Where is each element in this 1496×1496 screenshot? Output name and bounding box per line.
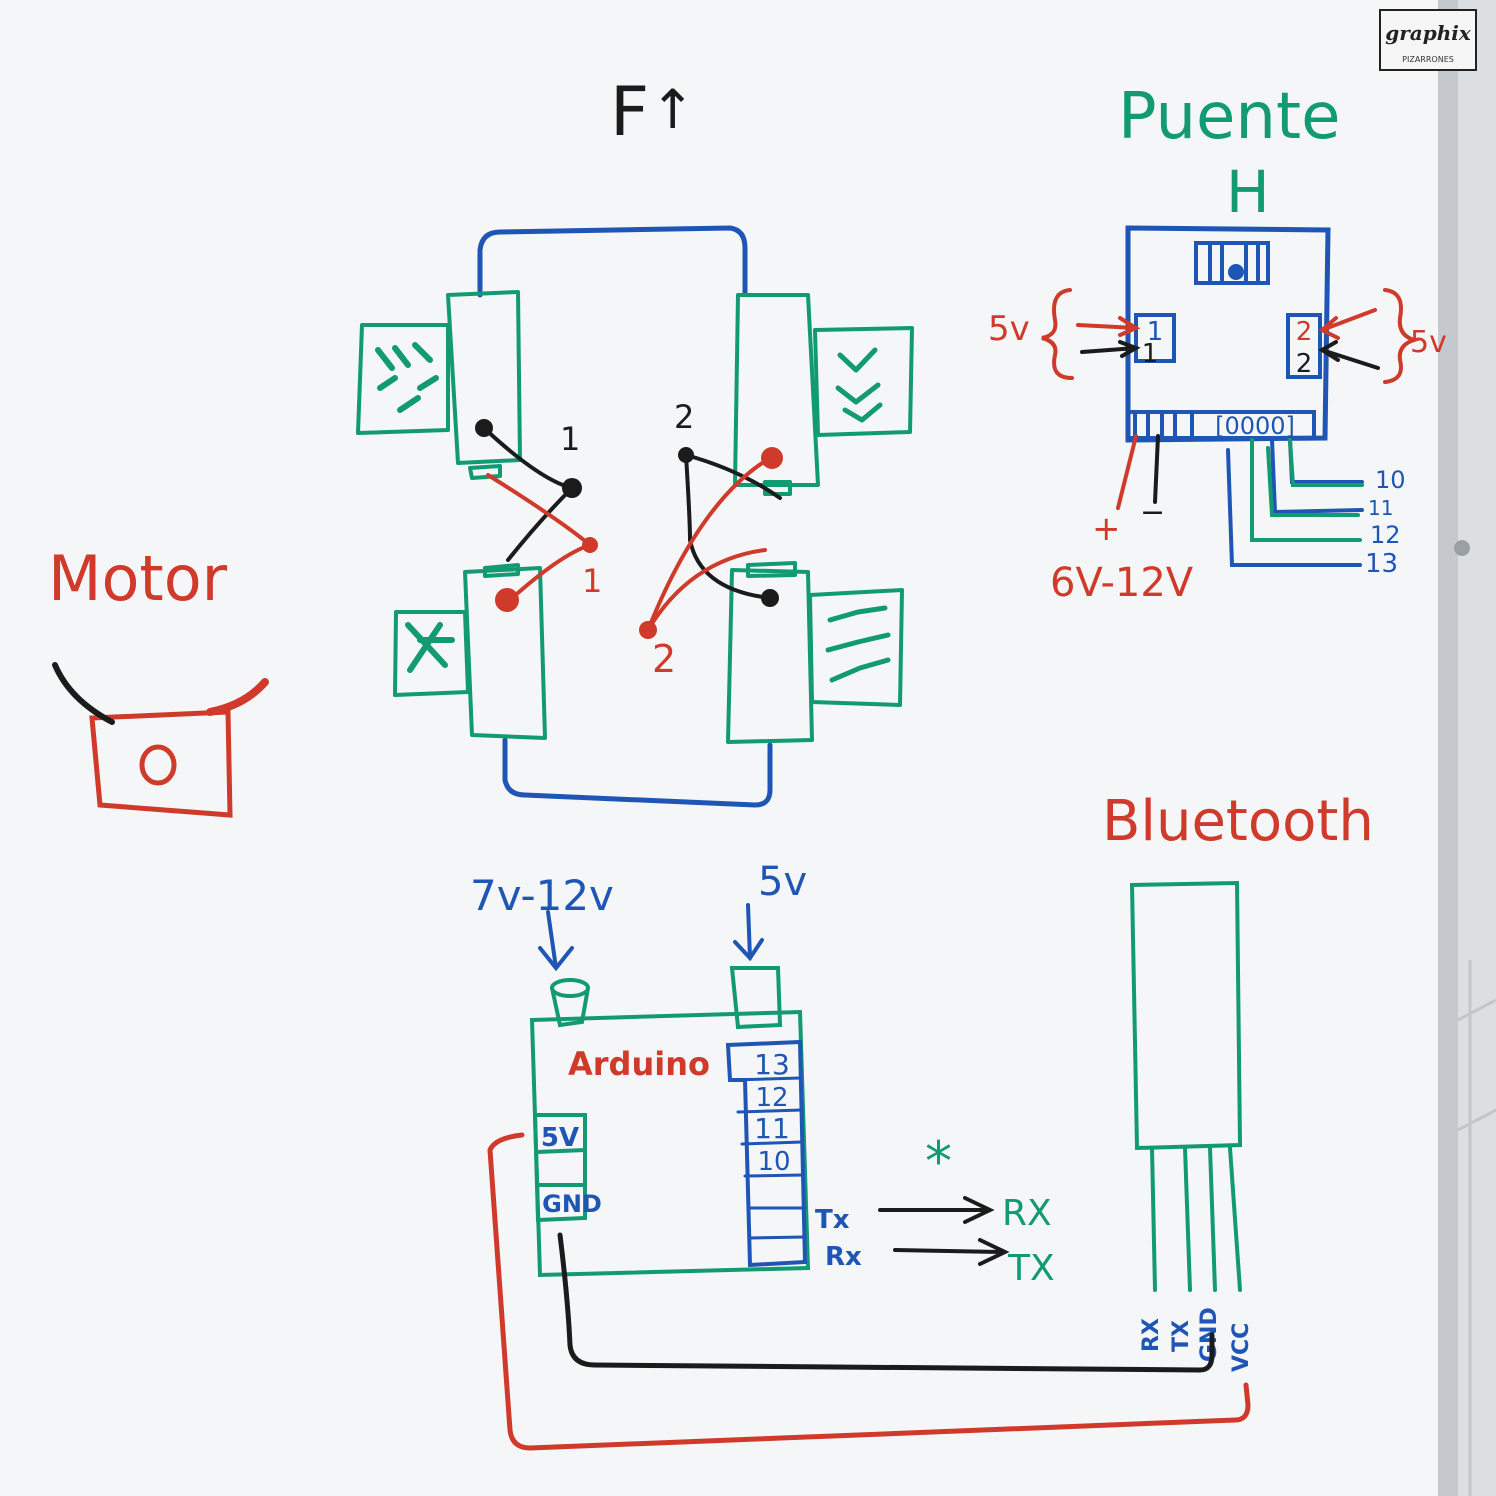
board-frame <box>1438 0 1458 1496</box>
brand-subtitle: PIZARRONES <box>1402 55 1454 64</box>
rear-left-motor <box>463 566 547 740</box>
arduino-pin-13: 13 <box>754 1048 790 1081</box>
motor-diagram: Motor <box>48 542 269 818</box>
rear-right-motor-tab <box>746 561 797 578</box>
left-motor-wiring <box>475 419 598 612</box>
usb-arrow <box>733 903 764 962</box>
serial-note: * <box>925 1130 952 1193</box>
hbridge-left-brace <box>1041 288 1074 380</box>
frame-screw <box>1454 540 1470 556</box>
hbridge-input-13: 13 <box>1365 549 1398 579</box>
rear-left-wheel <box>393 610 470 697</box>
hbridge-title-h: H <box>1226 158 1270 226</box>
board-surface <box>0 0 1440 1496</box>
ground-wire <box>557 1232 1215 1373</box>
hbridge-input-10: 10 <box>1375 466 1406 494</box>
hbridge-diagram: Puente H 1 1 5v 2 2 5v [0000] + − 6 <box>988 80 1447 606</box>
bluetooth-title: Bluetooth <box>1102 789 1374 854</box>
hbridge-right-pin-a: 2 <box>1296 317 1313 347</box>
hbridge-left-terminal <box>1134 313 1176 363</box>
bluetooth-pin-tx: TX <box>1169 1320 1194 1352</box>
bluetooth-pin-vcc: VCC <box>1229 1323 1254 1372</box>
hbridge-header-pins: [0000] <box>1215 412 1295 440</box>
hbridge-minus: − <box>1140 495 1165 530</box>
rx-to-tx-arrow <box>893 1238 1010 1266</box>
hbridge-input-11: 11 <box>1368 496 1393 520</box>
wall-tiles <box>1457 960 1496 1496</box>
arduino-tx-label: Tx <box>815 1205 850 1235</box>
motor-title: Motor <box>48 542 228 615</box>
rear-right-motor <box>726 568 814 744</box>
front-right-motor <box>733 293 820 487</box>
bluetooth-pin-rx: RX <box>1139 1318 1164 1352</box>
rear-left-motor-tab <box>483 563 520 578</box>
hbridge-power-positive-wire <box>1116 434 1138 510</box>
hbridge-right-terminal <box>1286 313 1322 379</box>
left-red-terminal-label: 1 <box>582 562 602 600</box>
right-motor-wiring <box>639 447 783 639</box>
arduino-title: Arduino <box>568 1045 710 1083</box>
arduino-power-header <box>532 1113 587 1223</box>
right-red-terminal-label: 2 <box>652 637 676 681</box>
direction-label: F <box>610 73 649 152</box>
hbridge-header <box>1126 410 1316 440</box>
front-left-wheel <box>356 323 450 435</box>
arduino-digital-header <box>725 1039 808 1268</box>
hbridge-left-pin-a: 1 <box>1147 317 1164 347</box>
hbridge-plus: + <box>1092 509 1121 549</box>
bluetooth-pin-leads <box>1150 1146 1242 1292</box>
hbridge-left-pin-b: 1 <box>1142 339 1159 369</box>
arduino-5v-pin: 5V <box>541 1123 579 1153</box>
brand-name: graphix <box>1385 21 1472 45</box>
chassis-diagram: F ↑ <box>356 73 914 808</box>
hbridge-heatsink <box>1194 241 1270 285</box>
arduino-usb-supply: 5v <box>758 859 807 905</box>
brand-logo: graphix PIZARRONES <box>1379 9 1477 71</box>
serial-to-tx: TX <box>1007 1248 1055 1289</box>
barrel-arrow <box>538 910 574 972</box>
hbridge-input-12: 12 <box>1370 521 1401 549</box>
front-axle-link <box>477 225 748 298</box>
hbridge-power: 6V-12V <box>1050 560 1194 606</box>
serial-link: * RX TX <box>878 1130 1055 1289</box>
arduino-pin-12: 12 <box>755 1083 788 1113</box>
vcc-wire <box>487 1132 1251 1451</box>
motor-body <box>89 709 233 818</box>
hbridge-power-negative-wire <box>1153 434 1160 504</box>
barrel-jack <box>550 978 590 1028</box>
bluetooth-module <box>1129 880 1243 1151</box>
arduino-diagram: 7v-12v 5v Arduino 5V GND 13 12 11 10 Tx … <box>470 859 862 1278</box>
front-right-wheel <box>813 326 914 437</box>
wall <box>1458 0 1496 1496</box>
arduino-pin-10: 10 <box>757 1147 790 1177</box>
hbridge-right-pin-b: 2 <box>1296 349 1313 379</box>
left-black-terminal-label: 1 <box>560 420 580 458</box>
rear-axle-link <box>502 737 773 808</box>
motor-lead-black <box>52 662 115 725</box>
serial-to-rx: RX <box>1002 1193 1052 1234</box>
arduino-barrel-supply: 7v-12v <box>470 871 614 920</box>
hbridge-right-supply: 5v <box>1410 325 1447 360</box>
hbridge-input-lines <box>1226 438 1364 567</box>
right-black-terminal-label: 2 <box>674 398 694 436</box>
tx-to-rx-arrow <box>878 1196 995 1224</box>
hbridge-right-brace <box>1383 288 1421 384</box>
hbridge-title: Puente <box>1118 80 1340 154</box>
hbridge-board <box>1125 225 1331 443</box>
motor-lead-red <box>206 678 269 716</box>
arduino-gnd-pin: GND <box>542 1190 602 1218</box>
motor-shaft <box>139 744 177 786</box>
usb-port <box>729 966 783 1030</box>
arduino-rx-label: Rx <box>825 1242 862 1272</box>
front-left-motor-tab <box>468 464 502 480</box>
direction-arrow: ↑ <box>650 78 695 141</box>
arduino-pin-11: 11 <box>754 1112 790 1145</box>
hbridge-left-supply: 5v <box>988 309 1030 349</box>
